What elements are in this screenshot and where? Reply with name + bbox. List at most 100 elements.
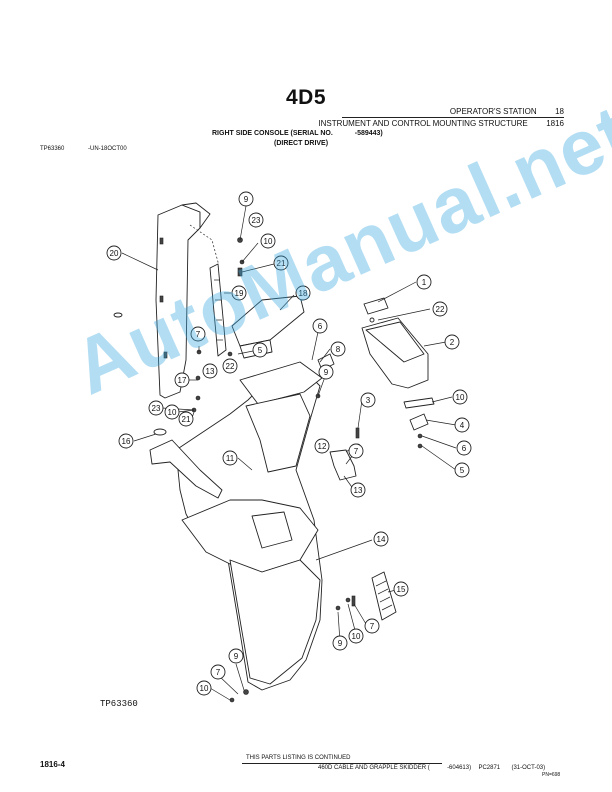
callout-label: 10 — [168, 408, 177, 417]
figure-title-line2: (DIRECT DRIVE) — [274, 140, 329, 147]
callout-9: 9 — [228, 648, 244, 664]
part-trim-strip — [209, 263, 227, 357]
footer-rule — [242, 763, 442, 764]
callout-10: 10 — [260, 233, 276, 249]
callout-6: 6 — [456, 440, 472, 456]
part-hinge-bracket — [329, 449, 357, 481]
part-side-bracket — [149, 439, 223, 499]
group-heading: OPERATOR'S STATION 18 — [450, 107, 564, 116]
callout-label: 1 — [422, 278, 427, 287]
callout-17: 17 — [174, 372, 190, 388]
callout-label: 12 — [318, 442, 327, 451]
callout-21: 21 — [178, 411, 194, 427]
callout-label: 4 — [460, 421, 465, 430]
group-number: 18 — [555, 107, 564, 116]
footer-date: (31-OCT-03) — [511, 765, 546, 771]
callout-10: 10 — [196, 680, 212, 696]
part-armrest-pad — [361, 317, 429, 389]
callout-label: 15 — [397, 585, 406, 594]
callout-3: 3 — [360, 392, 376, 408]
callout-label: 22 — [226, 362, 235, 371]
page-title: 4D5 — [285, 86, 327, 109]
callout-13: 13 — [350, 482, 366, 498]
image-code: TP63360 — [100, 699, 138, 709]
part-pin — [403, 397, 435, 409]
callout-label: 22 — [436, 305, 445, 314]
callout-12: 12 — [314, 438, 330, 454]
callout-18: 18 — [295, 285, 311, 301]
callout-10: 10 — [452, 389, 468, 405]
group-label: OPERATOR'S STATION — [449, 107, 537, 116]
subgroup-number: 1816 — [546, 119, 564, 128]
callout-label: 7 — [354, 447, 359, 456]
callout-label: 23 — [252, 216, 261, 225]
callout-9: 9 — [332, 635, 348, 651]
callout-9: 9 — [238, 191, 254, 207]
callout-label: 21 — [182, 415, 191, 424]
continued-text: THIS PARTS LISTING IS CONTINUED — [246, 755, 351, 761]
callout-16: 16 — [118, 433, 134, 449]
callout-label: 9 — [244, 195, 249, 204]
callout-2: 2 — [444, 334, 460, 350]
callout-label: 9 — [234, 652, 239, 661]
callout-23: 23 — [248, 212, 264, 228]
callout-22: 22 — [432, 301, 448, 317]
machine-text: 460D CABLE AND GRAPPLE SKIDDER ( — [318, 765, 430, 771]
callout-label: 10 — [456, 393, 465, 402]
callout-10: 10 — [164, 404, 180, 420]
figure-serial: -589443) — [354, 130, 383, 137]
callout-8: 8 — [330, 341, 346, 357]
callout-21: 21 — [273, 255, 289, 271]
catalog-number: PC2871 — [478, 765, 501, 771]
callout-7: 7 — [364, 618, 380, 634]
callout-label: 21 — [277, 259, 286, 268]
callout-label: 3 — [366, 396, 371, 405]
callout-label: 9 — [338, 639, 343, 648]
callout-7: 7 — [190, 326, 206, 342]
callout-label: 9 — [324, 368, 329, 377]
callout-label: 23 — [152, 404, 161, 413]
callout-6: 6 — [312, 318, 328, 334]
callout-23: 23 — [148, 400, 164, 416]
callout-label: 17 — [178, 376, 187, 385]
callout-7: 7 — [210, 664, 226, 680]
callout-5: 5 — [454, 462, 470, 478]
callout-11: 11 — [222, 450, 238, 466]
footer-info: 460D CABLE AND GRAPPLE SKIDDER ( -604613… — [318, 765, 545, 771]
callout-label: 18 — [299, 289, 308, 298]
part-latch — [409, 413, 429, 431]
callout-1: 1 — [416, 274, 432, 290]
callout-label: 10 — [200, 684, 209, 693]
part-console-body — [175, 361, 323, 691]
callout-label: 10 — [352, 632, 361, 641]
figure-date: -UN-18OCT00 — [88, 146, 127, 152]
callout-label: 7 — [370, 622, 375, 631]
callout-label: 13 — [354, 486, 363, 495]
callout-15: 15 — [393, 581, 409, 597]
part-grille — [371, 571, 397, 621]
callout-label: 8 — [336, 345, 341, 354]
callout-7: 7 — [348, 443, 364, 459]
callout-19: 19 — [231, 285, 247, 301]
callout-label: 19 — [235, 289, 244, 298]
callout-14: 14 — [373, 531, 389, 547]
callout-label: 2 — [450, 338, 455, 347]
callout-label: 7 — [196, 330, 201, 339]
callout-label: 5 — [258, 346, 263, 355]
callout-10: 10 — [348, 628, 364, 644]
callout-label: 11 — [226, 454, 235, 463]
page-number: 1816-4 — [40, 760, 65, 769]
header-rule — [342, 117, 564, 118]
pn-label: PN=698 — [542, 772, 561, 778]
subgroup-heading: INSTRUMENT AND CONTROL MOUNTING STRUCTUR… — [318, 119, 564, 128]
figure-title-line1: RIGHT SIDE CONSOLE (SERIAL NO. — [212, 130, 333, 137]
part-rear-panel — [155, 202, 219, 399]
callout-label: 10 — [264, 237, 273, 246]
callout-5: 5 — [252, 342, 268, 358]
callout-22: 22 — [222, 358, 238, 374]
callout-20: 20 — [106, 245, 122, 261]
part-pad-bracket — [363, 297, 389, 323]
callout-label: 16 — [122, 437, 131, 446]
